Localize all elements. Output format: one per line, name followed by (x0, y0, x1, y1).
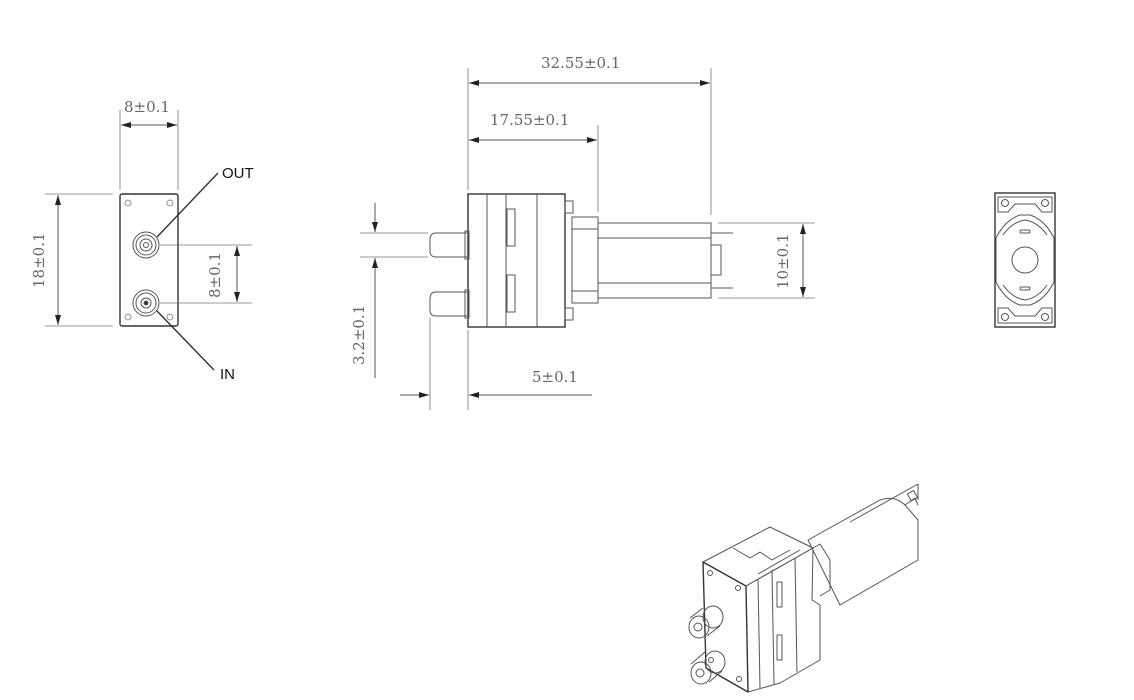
port-length-dimension: 5±0.1 (532, 368, 578, 386)
motor-flange (571, 216, 599, 304)
port-spacing-dimension: 8±0.1 (206, 252, 224, 298)
in-port (132, 289, 160, 317)
width-dimension: 8±0.1 (124, 98, 170, 116)
front-view: 8±0.1 18±0.1 8±0.1 OUT IN (30, 98, 254, 383)
out-port (132, 231, 160, 259)
motor-body (597, 222, 712, 299)
out-label: OUT (222, 165, 254, 182)
side-view: 32.55±0.1 17.55±0.1 10±0.1 3.2±0.1 5±0.1 (350, 54, 815, 410)
out-leader-line (156, 172, 219, 238)
motor-diameter-dimension: 10±0.1 (774, 233, 792, 289)
port-diameter-dimension: 3.2±0.1 (350, 305, 368, 365)
pump-head-body (467, 193, 566, 328)
upper-port-nozzle (429, 232, 467, 258)
front-body-outline (119, 193, 179, 327)
pump-length-dimension: 17.55±0.1 (490, 111, 569, 129)
lower-port-nozzle (429, 291, 467, 317)
overall-length-dimension: 32.55±0.1 (541, 54, 620, 72)
in-leader-line (156, 310, 215, 371)
mounting-holes (124, 199, 174, 321)
end-view (994, 192, 1056, 328)
isometric-view (688, 483, 919, 693)
height-dimension: 18±0.1 (30, 232, 48, 288)
in-label: IN (220, 366, 235, 383)
